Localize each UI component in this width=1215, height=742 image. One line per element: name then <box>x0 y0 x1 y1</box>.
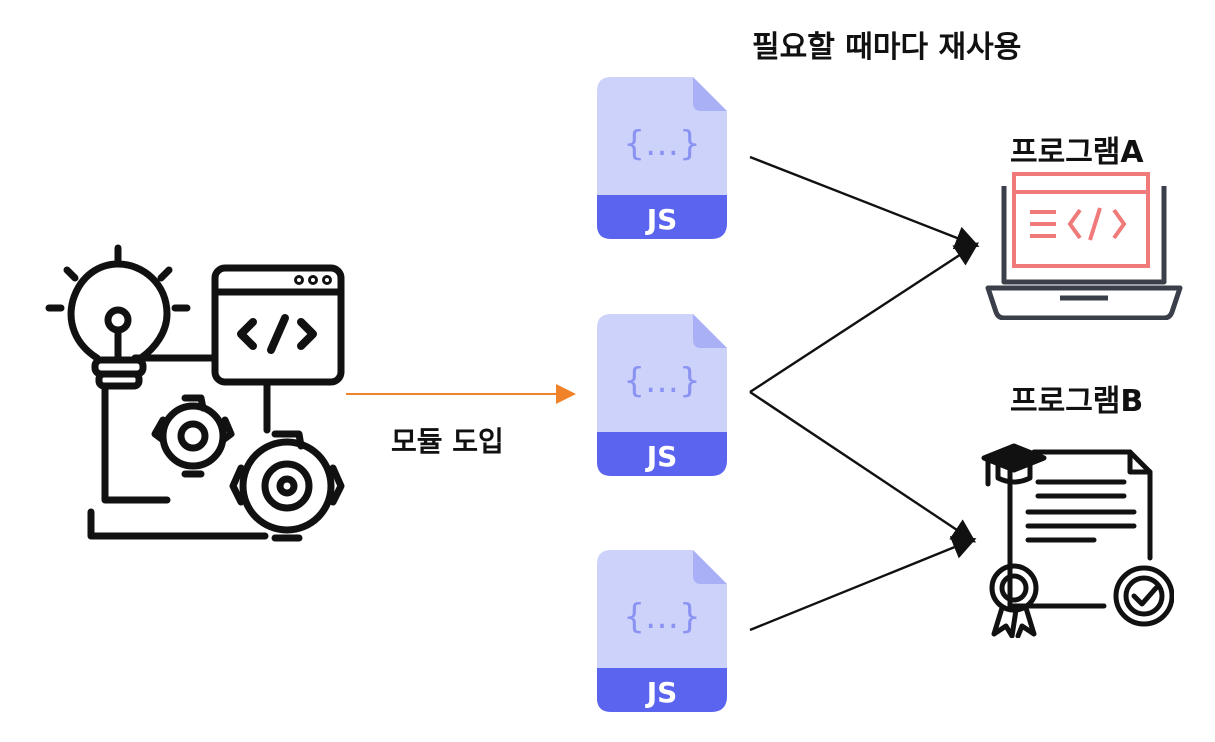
developer-idea-gear-icon <box>45 244 345 542</box>
file3-to-programB-arrow <box>749 536 977 632</box>
js-file-brace: {…} <box>623 124 700 164</box>
laptop-code-icon <box>985 172 1183 320</box>
js-file-badge: JS <box>645 676 678 709</box>
js-file-badge: JS <box>645 440 678 473</box>
js-file-icon: {…} JS <box>597 550 727 712</box>
js-file-badge: JS <box>645 203 678 236</box>
js-file-brace: {…} <box>623 597 700 637</box>
file1-to-programA-arrow <box>749 155 980 250</box>
certificate-icon <box>981 443 1174 638</box>
js-file-icon: {…} JS <box>597 77 727 239</box>
file2-to-programA-arrow <box>749 242 980 394</box>
js-file-icon: {…} JS <box>597 314 727 476</box>
file2-to-programB-arrow <box>749 391 976 543</box>
reuse-title: 필요할 때마다 재사용 <box>752 30 1022 65</box>
js-file-brace: {…} <box>623 361 700 401</box>
program-a-label: 프로그램A <box>1010 135 1144 170</box>
program-b-label: 프로그램B <box>1010 384 1144 419</box>
module-import-label: 모듈 도입 <box>391 425 504 458</box>
